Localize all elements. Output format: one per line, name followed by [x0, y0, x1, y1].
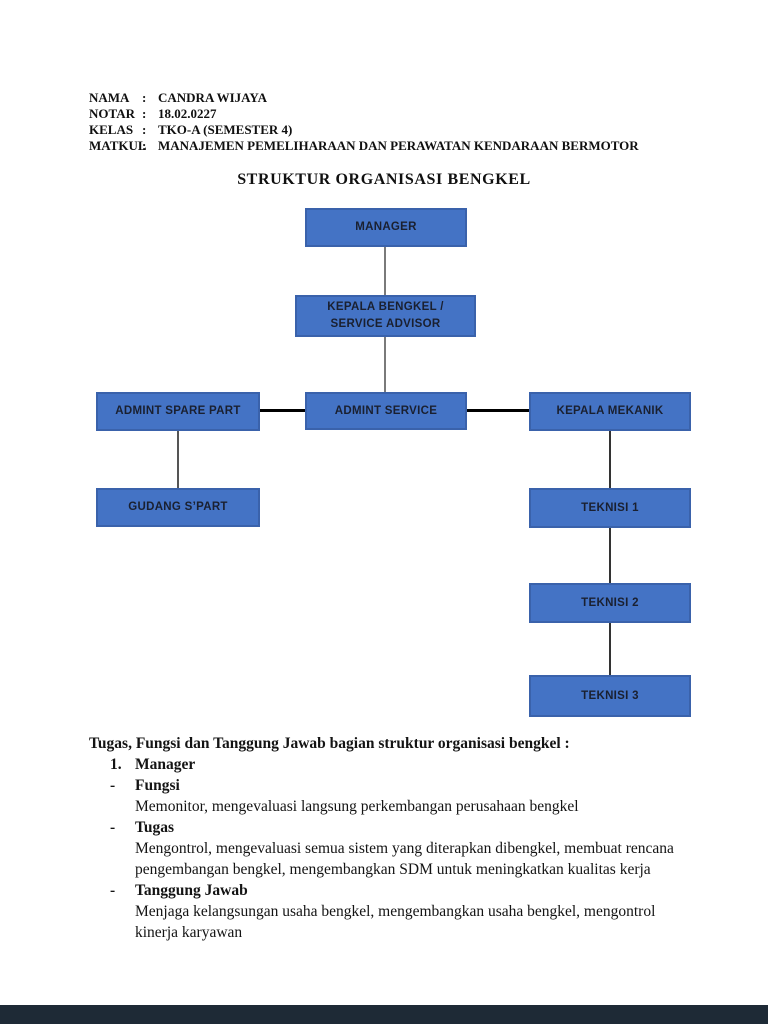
- info-value: 18.02.0227: [158, 106, 217, 121]
- info-label: NOTAR: [89, 106, 135, 121]
- connector-manager-kepala-bengkel: [384, 247, 386, 295]
- info-colon: :: [142, 138, 147, 153]
- org-node-admint-spare-part: ADMINT SPARE PART: [96, 392, 260, 431]
- list-item-text: Menjaga kelangsungan usaha bengkel, meng…: [135, 903, 656, 941]
- info-colon: :: [142, 122, 147, 137]
- list-item-text: Fungsi: [135, 777, 180, 794]
- student-info-block: NAMA : CANDRA WIJAYA NOTAR : 18.02.0227 …: [89, 90, 639, 154]
- info-colon: :: [142, 106, 147, 121]
- tasks-heading: Tugas, Fungsi dan Tanggung Jawab bagian …: [89, 735, 570, 752]
- list-item-manager: 1. Manager: [89, 754, 709, 775]
- info-label: KELAS: [89, 122, 134, 137]
- list-item-fungsi-body: Memonitor, mengevaluasi langsung perkemb…: [89, 796, 709, 817]
- org-node-gudang-spart: GUDANG S’PART: [96, 488, 260, 527]
- org-node-teknisi-3: TEKNISI 3: [529, 675, 691, 717]
- viewer-footer-bar: [0, 1005, 768, 1024]
- org-node-kepala-mekanik: KEPALA MEKANIK: [529, 392, 691, 431]
- list-item-tanggung-jawab: - Tanggung Jawab: [89, 880, 709, 901]
- connector-admint-service-kepala-mekanik: [467, 409, 529, 412]
- list-item-tanggung-jawab-body: Menjaga kelangsungan usaha bengkel, meng…: [89, 901, 709, 943]
- list-item-text: Manager: [135, 756, 196, 773]
- org-node-teknisi-2: TEKNISI 2: [529, 583, 691, 623]
- org-node-kepala-bengkel: KEPALA BENGKEL / SERVICE ADVISOR: [295, 295, 476, 337]
- list-item-text: Memonitor, mengevaluasi langsung perkemb…: [135, 798, 579, 815]
- org-node-teknisi-1: TEKNISI 1: [529, 488, 691, 528]
- list-marker: -: [110, 882, 116, 899]
- list-item-text: Tugas: [135, 819, 175, 836]
- list-marker: -: [110, 819, 116, 836]
- connector-kepala-mekanik-teknisi-1: [609, 431, 611, 488]
- connector-kepala-bengkel-admint-service: [384, 337, 386, 392]
- list-item-tugas-body: Mengontrol, mengevaluasi semua sistem ya…: [89, 838, 709, 880]
- list-item-tugas: - Tugas: [89, 817, 709, 838]
- page-title: STRUKTUR ORGANISASI BENGKEL: [237, 171, 531, 188]
- list-item-fungsi: - Fungsi: [89, 775, 709, 796]
- org-node-admint-service: ADMINT SERVICE: [305, 392, 467, 430]
- org-node-manager: MANAGER: [305, 208, 467, 247]
- info-label: NAMA: [89, 90, 130, 105]
- connector-admint-spare-part-admint-service: [260, 409, 305, 412]
- info-row-kelas: KELAS : TKO-A (SEMESTER 4): [89, 122, 639, 138]
- list-marker: -: [110, 777, 116, 794]
- info-row-notar: NOTAR : 18.02.0227: [89, 106, 639, 122]
- info-value: MANAJEMEN PEMELIHARAAN DAN PERAWATAN KEN…: [158, 138, 639, 153]
- list-item-text: Mengontrol, mengevaluasi semua sistem ya…: [135, 840, 674, 878]
- connector-teknisi-2-teknisi-3: [609, 623, 611, 675]
- org-chart: MANAGER KEPALA BENGKEL / SERVICE ADVISOR…: [96, 208, 691, 717]
- list-item-text: Tanggung Jawab: [135, 882, 248, 899]
- connector-teknisi-1-teknisi-2: [609, 528, 611, 583]
- connector-admint-spare-part-gudang-spart: [177, 431, 179, 488]
- list-marker: 1.: [110, 756, 122, 773]
- info-colon: :: [142, 90, 147, 105]
- info-row-nama: NAMA : CANDRA WIJAYA: [89, 90, 639, 106]
- tasks-section: Tugas, Fungsi dan Tanggung Jawab bagian …: [89, 733, 709, 943]
- info-label: MATKUL: [89, 138, 147, 153]
- info-row-matkul: MATKUL : MANAJEMEN PEMELIHARAAN DAN PERA…: [89, 138, 639, 154]
- info-value: CANDRA WIJAYA: [158, 90, 267, 105]
- info-value: TKO-A (SEMESTER 4): [158, 122, 293, 137]
